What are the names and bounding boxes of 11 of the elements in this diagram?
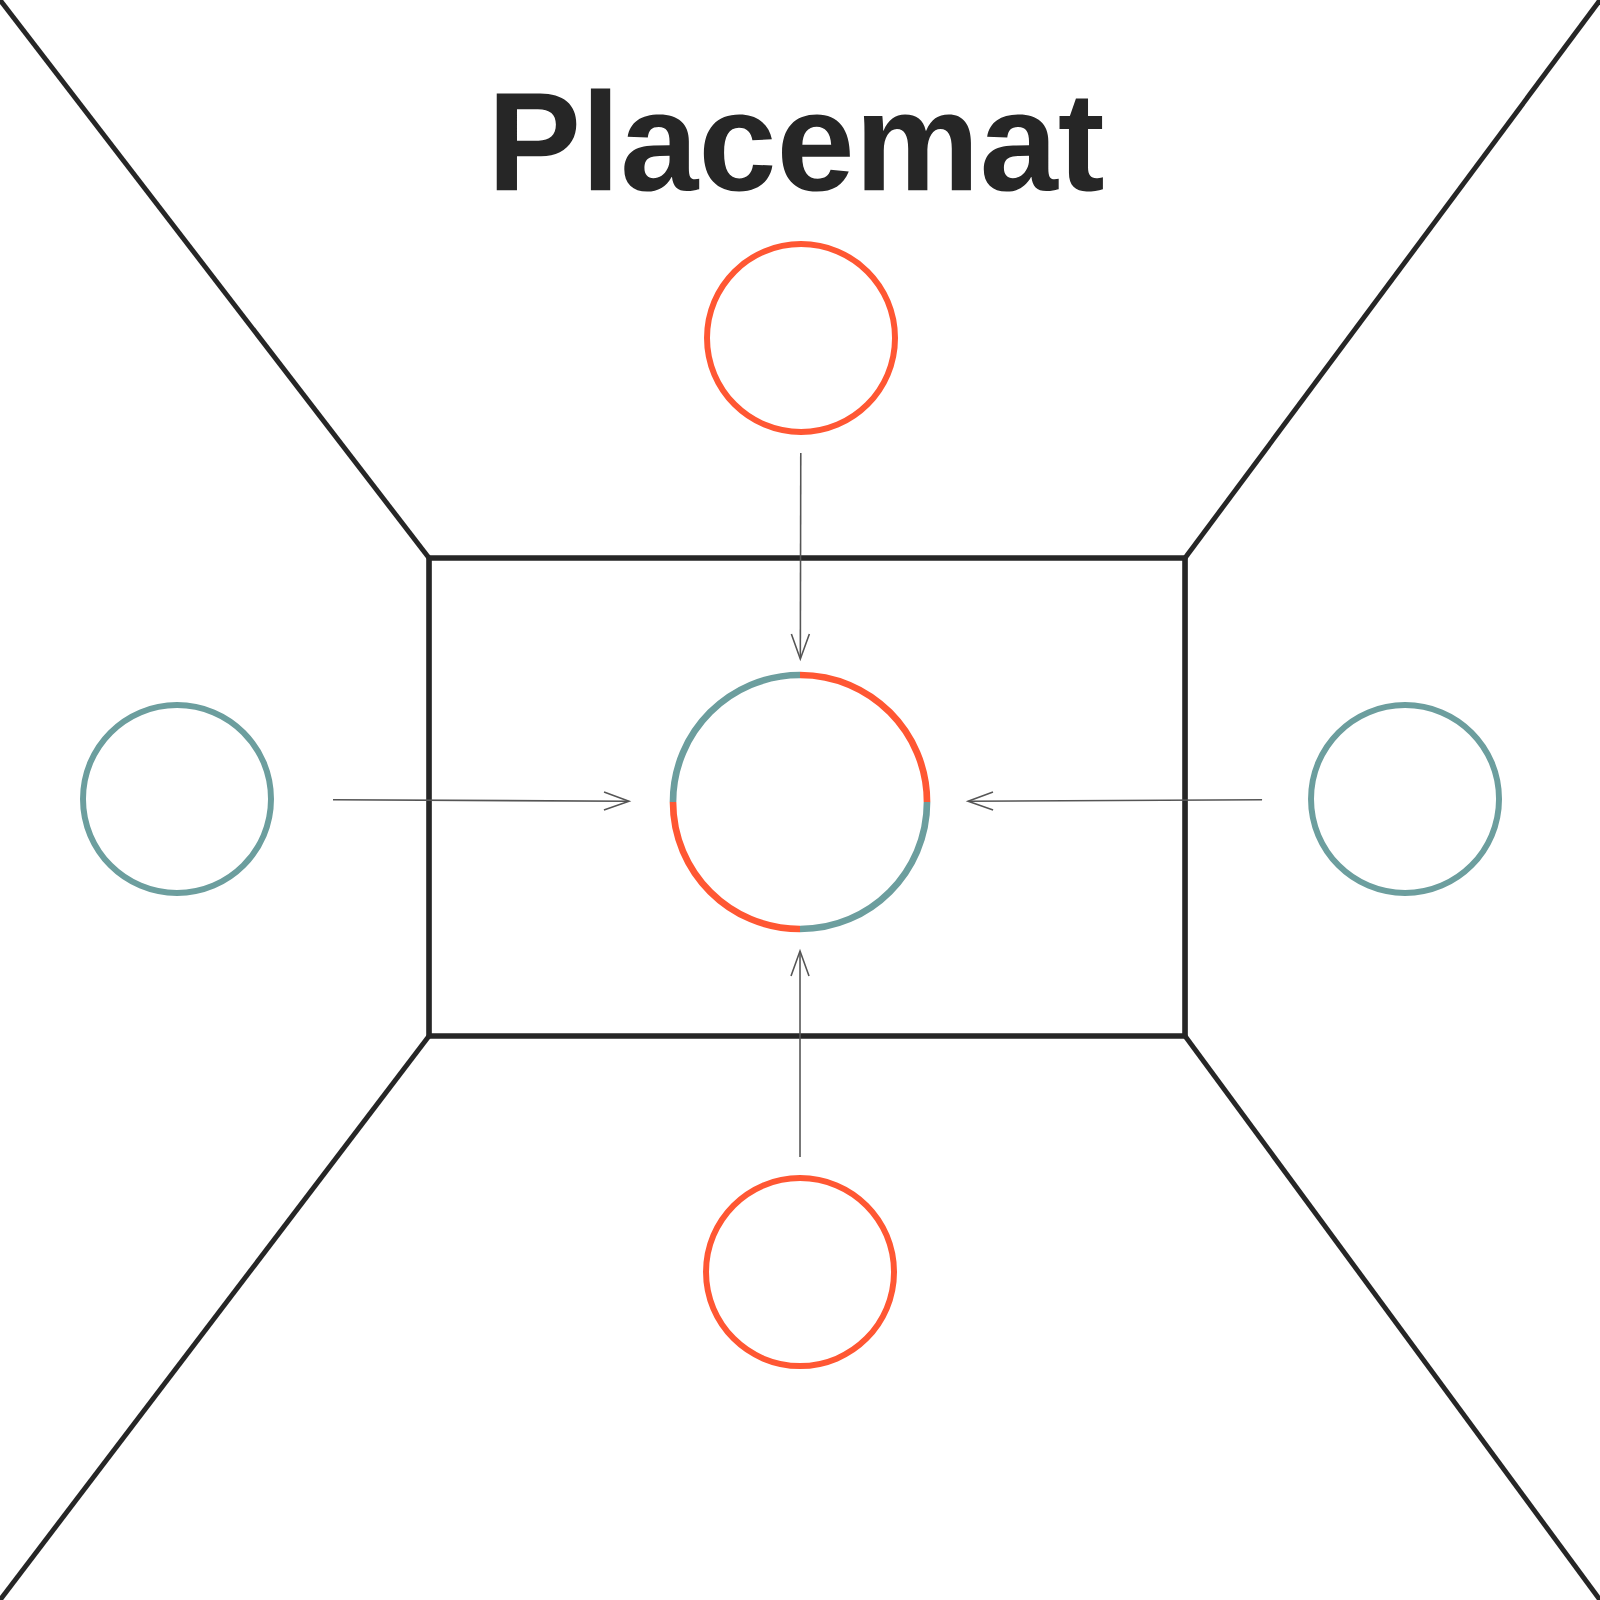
circle (669, 671, 931, 933)
circle (704, 241, 898, 435)
arrow (790, 948, 810, 1158)
circle (80, 702, 274, 896)
title: Placemat (496, 88, 1103, 192)
circle (1308, 702, 1502, 896)
circle (703, 1175, 897, 1369)
arrow (965, 791, 1263, 811)
frame-box (426, 555, 1188, 1039)
arrow (790, 452, 811, 662)
arrow (332, 791, 632, 811)
